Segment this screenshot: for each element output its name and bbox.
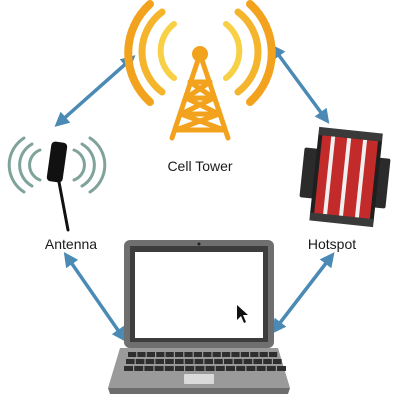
keyboard-key	[205, 366, 215, 371]
keyboard-key	[212, 352, 221, 357]
hotspot-icon	[299, 126, 391, 228]
cell-tower-label: Cell Tower	[167, 158, 232, 174]
antenna-icon	[7, 136, 107, 232]
keyboard-key	[128, 352, 137, 357]
keyboard-key	[253, 359, 262, 364]
keyboard-key	[175, 352, 184, 357]
keyboard-key	[277, 366, 286, 371]
arrow-antenna-laptop	[63, 251, 127, 343]
keyboard-key	[164, 366, 174, 371]
laptop-icon	[108, 240, 290, 394]
keyboard-key	[137, 352, 146, 357]
antenna-label: Antenna	[45, 236, 97, 252]
arrow-celltower-hotspot	[270, 44, 330, 124]
keyboard-key	[184, 352, 193, 357]
keyboard-key	[233, 359, 243, 364]
arrow-hotspot-laptop	[271, 252, 335, 334]
keyboard-key	[146, 352, 155, 357]
keyboard-key	[256, 366, 266, 371]
keyboard-key	[155, 359, 164, 364]
keyboard-key	[175, 359, 184, 364]
arrow-antenna-celltower	[54, 55, 136, 127]
keyboard-key	[185, 366, 195, 371]
keyboard-key	[269, 352, 278, 357]
keyboard-key	[154, 366, 164, 371]
keyboard-key	[214, 359, 223, 364]
keyboard-key	[156, 352, 165, 357]
keyboard-key	[243, 359, 253, 364]
keyboard-key	[231, 352, 240, 357]
connection-arrows	[54, 44, 335, 343]
keyboard-key	[215, 366, 225, 371]
keyboard-key	[224, 359, 233, 364]
keyboard-key	[165, 359, 174, 364]
keyboard-key	[193, 352, 202, 357]
keyboard-key	[236, 366, 246, 371]
keyboard-key	[250, 352, 259, 357]
keyboard-key	[134, 366, 144, 371]
keyboard-key	[145, 359, 155, 364]
hotspot-label: Hotspot	[308, 236, 356, 252]
keyboard-key	[175, 366, 184, 371]
keyboard-key	[263, 359, 272, 364]
cell-tower-icon	[124, 0, 276, 141]
keyboard-key	[144, 366, 154, 371]
keyboard-key	[266, 366, 276, 371]
keyboard-key	[165, 352, 174, 357]
keyboard-key	[240, 352, 249, 357]
cursor-icon	[237, 305, 248, 323]
keyboard-key	[203, 352, 212, 357]
keyboard-key	[222, 352, 231, 357]
keyboard-key	[204, 359, 213, 364]
keyboard-key	[246, 366, 256, 371]
keyboard-key	[226, 366, 235, 371]
keyboard-key	[124, 366, 133, 371]
keyboard-key	[273, 359, 282, 364]
keyboard	[124, 352, 286, 371]
keyboard-key	[135, 359, 145, 364]
keyboard-key	[126, 359, 135, 364]
keyboard-key	[194, 359, 204, 364]
keyboard-key	[259, 352, 268, 357]
keyboard-key	[184, 359, 194, 364]
keyboard-key	[195, 366, 205, 371]
